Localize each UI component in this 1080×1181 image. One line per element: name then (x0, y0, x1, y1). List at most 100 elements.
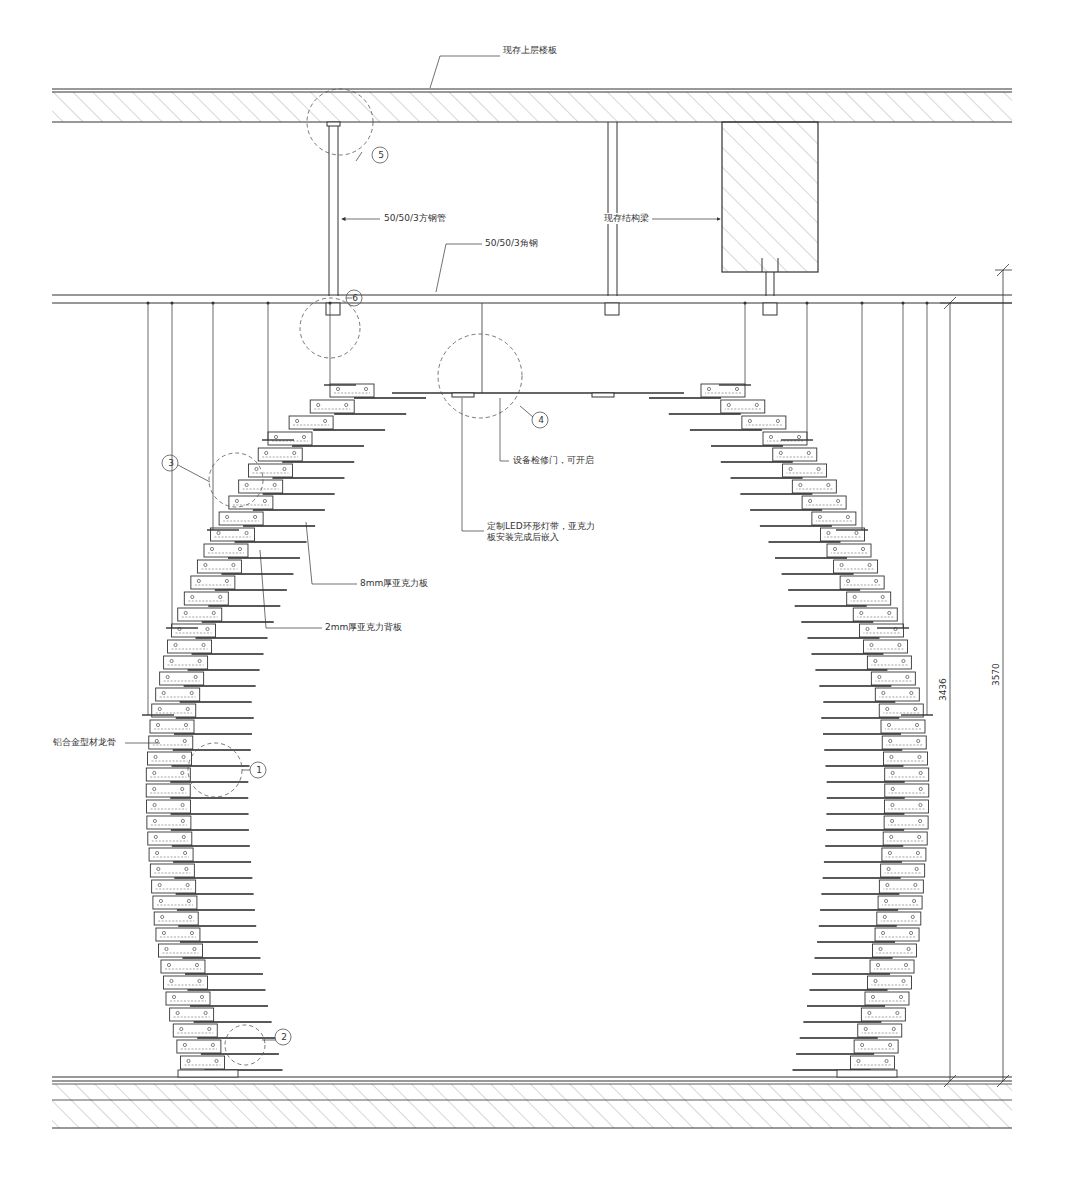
dimension-text: 3436 (937, 678, 948, 703)
arch-element (160, 697, 196, 698)
arch-element (160, 937, 196, 938)
acrylic-panel (807, 1005, 885, 1007)
arch-element (174, 1017, 210, 1018)
aluminium-keel (147, 816, 191, 829)
arch-element (867, 649, 903, 650)
arch-element (210, 547, 213, 550)
arch-element (735, 387, 738, 390)
arch-element (324, 419, 327, 422)
arch-element (181, 771, 184, 774)
acrylic-panel (815, 957, 893, 959)
arch-element (153, 787, 156, 790)
acrylic-panel (811, 653, 883, 655)
arch-element (155, 851, 158, 854)
arch-element (182, 755, 185, 758)
acrylic-panel (690, 429, 762, 431)
acrylic-panel (272, 477, 344, 479)
hanger-rod (267, 302, 270, 305)
aluminium-keel (258, 448, 302, 461)
hanger-rod (861, 302, 864, 305)
arch-element (265, 451, 268, 454)
callout-circle (162, 89, 548, 1065)
arch-element (211, 1043, 214, 1046)
arch-element (748, 419, 751, 422)
arch-element (154, 835, 157, 838)
arch-element (167, 985, 203, 986)
arch-element (872, 985, 908, 986)
arch-element (881, 921, 917, 922)
arch-element (225, 579, 228, 582)
arch-element (827, 483, 830, 486)
aluminium-keel (289, 416, 333, 429)
acrylic-panel (188, 669, 260, 671)
upper-slab (52, 89, 1012, 122)
hanger-rod (329, 302, 332, 305)
hanger-rod (148, 303, 149, 715)
arch-element (879, 697, 915, 698)
arch-element (170, 1001, 206, 1002)
arch-element (155, 739, 158, 742)
hanger-plate (901, 714, 933, 715)
arch-element (181, 787, 184, 790)
arch-element (919, 803, 922, 806)
arch-element (176, 1011, 179, 1014)
aluminium-keel (239, 480, 283, 493)
arch-element (869, 1001, 905, 1002)
arch-element (219, 595, 222, 598)
arch-element (186, 883, 189, 886)
aluminium-keel (884, 800, 928, 813)
arch-element (875, 681, 911, 682)
arch-element (189, 915, 192, 918)
arch-element (204, 1011, 207, 1014)
acrylic-panel (803, 1021, 881, 1023)
acrylic-panel (823, 733, 901, 735)
arch-element (879, 937, 915, 938)
arch-element (204, 563, 207, 566)
aluminium-keel (881, 864, 925, 877)
acrylic-panel (177, 909, 255, 911)
arch-element (254, 515, 257, 518)
aluminium-keel (861, 1008, 905, 1021)
arch-element (186, 707, 189, 710)
arch-element (912, 899, 915, 902)
acrylic-panel (173, 861, 251, 863)
arch-element (846, 515, 849, 518)
arch-element (296, 419, 299, 422)
aluminium-keel (149, 736, 193, 749)
arch-element (235, 499, 238, 502)
acrylic-panel (796, 1053, 874, 1055)
aluminium-keel (763, 432, 807, 445)
acrylic-panel (170, 781, 248, 783)
arch-element (273, 483, 276, 486)
arch-element (891, 787, 894, 790)
arch-element (887, 867, 890, 870)
arch-element (806, 505, 842, 506)
arch-element (807, 451, 810, 454)
acrylic-panel (826, 829, 904, 831)
arch-element (165, 969, 201, 970)
arch-element (818, 515, 821, 518)
arch-element (875, 579, 878, 582)
arch-element (838, 569, 874, 570)
arch-element (156, 713, 192, 714)
acrylic-panel (711, 445, 783, 447)
acrylic-panel (184, 685, 256, 687)
slab-label: 现存上层楼板 (502, 45, 558, 56)
acrylic-panel (180, 941, 258, 943)
aluminium-keel (773, 448, 817, 461)
arch-element (188, 601, 224, 602)
acrylic-panel (208, 605, 280, 607)
arch-element (886, 745, 922, 746)
aluminium-keel (883, 752, 927, 765)
arch-element (809, 499, 812, 502)
acrylic-panel (812, 973, 890, 975)
arch-element (868, 1011, 871, 1014)
acrylic-panel (215, 589, 287, 591)
arch-element (883, 889, 919, 890)
acrylic-panel (313, 429, 385, 431)
aluminium-keel (163, 976, 207, 989)
arch-element (898, 643, 901, 646)
arch-element (184, 723, 187, 726)
arch-element (197, 579, 200, 582)
arch-element (889, 1043, 892, 1046)
